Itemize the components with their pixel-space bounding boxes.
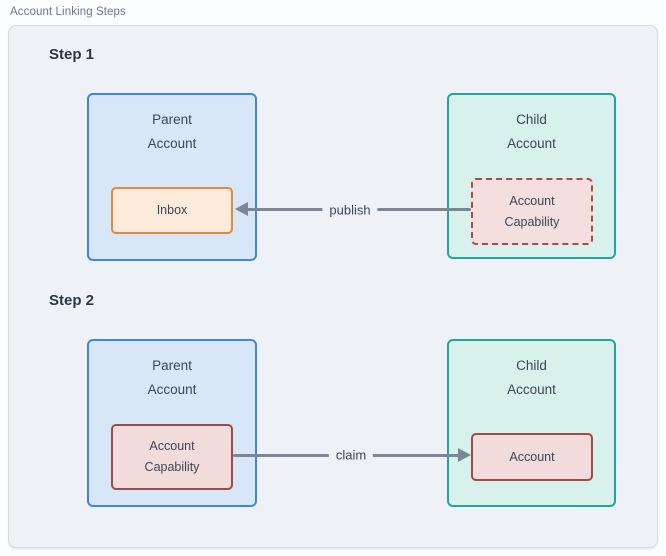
step2-child-account-title: Child Account	[507, 358, 556, 397]
claim-arrowhead-right-icon	[458, 448, 471, 462]
diagram-title: Account Linking Steps	[10, 6, 126, 18]
diagram-container: Step 1 Parent Account Inbox Child Accoun…	[8, 25, 658, 548]
step1-inbox-box: Inbox	[111, 187, 233, 234]
step-2-heading: Step 2	[49, 292, 95, 309]
step1-child-account-title: Child Account	[507, 112, 556, 151]
step-1-heading: Step 1	[49, 46, 95, 63]
step2-account-label: Account	[509, 449, 555, 464]
publish-arrow-label: publish	[322, 202, 378, 218]
step1-parent-account-box: Parent Account Inbox	[87, 93, 257, 261]
claim-arrow-label: claim	[328, 447, 374, 463]
step2-child-account-box: Child Account Account	[447, 339, 616, 507]
step1-parent-account-title: Parent Account	[147, 112, 197, 151]
step2-account-capability-box: Account Capability	[111, 424, 233, 490]
publish-arrowhead-left-icon	[235, 202, 248, 216]
step2-account-box: Account	[471, 433, 593, 481]
step1-account-capability-label: Account Capability	[504, 193, 560, 229]
step2-parent-account-title: Parent Account	[147, 358, 197, 397]
step1-inbox-label: Inbox	[156, 203, 188, 217]
step2-account-capability-label: Account Capability	[144, 439, 200, 474]
step2-parent-account-box: Parent Account Account Capability	[87, 339, 257, 507]
step1-child-account-box: Child Account Account Capability	[447, 93, 616, 259]
step1-account-capability-box: Account Capability	[471, 178, 593, 245]
